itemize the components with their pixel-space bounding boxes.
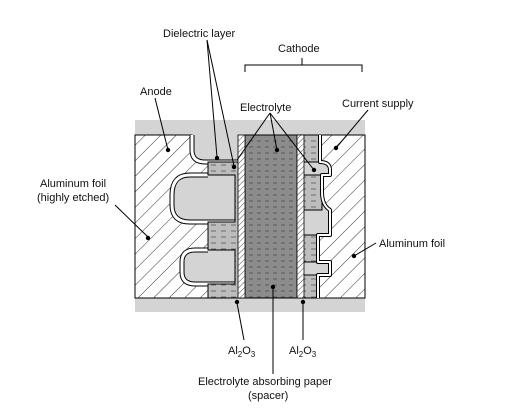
label-electrolyte: Electrolyte bbox=[240, 102, 291, 114]
cathode-bracket bbox=[244, 58, 363, 72]
label-current-supply: Current supply bbox=[342, 98, 414, 110]
label-aluminum-foil-etched-line1: Aluminum foil bbox=[40, 178, 106, 190]
label-aluminum-foil: Aluminum foil bbox=[379, 238, 445, 250]
label-anode: Anode bbox=[140, 86, 172, 98]
oxide-band-left bbox=[237, 134, 246, 299]
label-al2o3-right: Al2O3 bbox=[289, 345, 317, 359]
oxide-band-right bbox=[296, 134, 305, 299]
label-dielectric-layer: Dielectric layer bbox=[163, 28, 235, 40]
label-al2o3-left: Al2O3 bbox=[228, 345, 256, 359]
label-cathode: Cathode bbox=[278, 43, 320, 55]
label-spacer-line2: (spacer) bbox=[248, 390, 288, 402]
label-aluminum-foil-etched-line2: (highly etched) bbox=[37, 192, 109, 204]
label-spacer-line1: Electrolyte absorbing paper bbox=[198, 376, 332, 388]
spacer-paper bbox=[244, 134, 298, 299]
